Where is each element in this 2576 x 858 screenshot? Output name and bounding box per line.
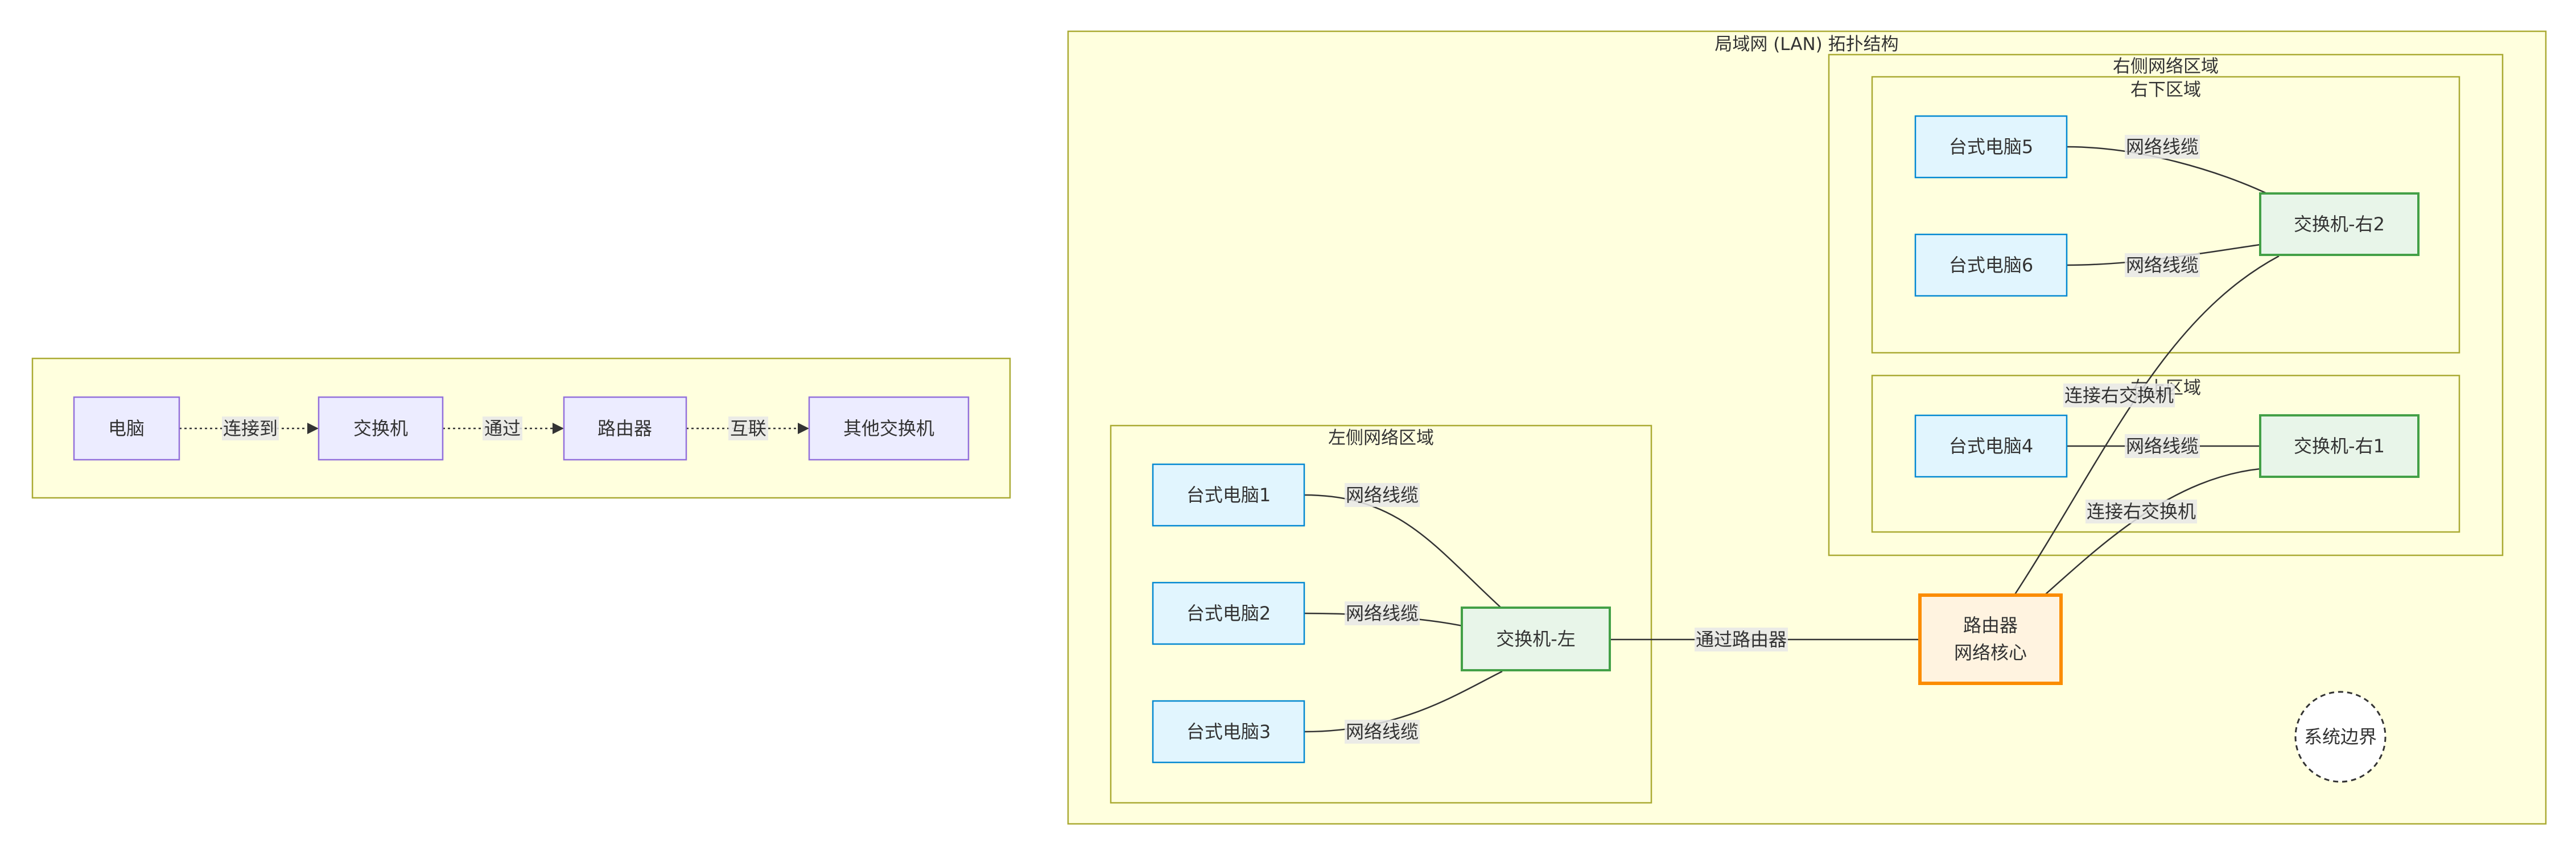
node-pc1: 台式电脑1 (1152, 463, 1305, 527)
legend-node-switch-label: 交换机 (353, 418, 408, 439)
legend-cluster: 电脑 交换机 路由器 其他交换机 连接到 通过 互联 (31, 357, 1011, 499)
legend-edge-label-pc-switch: 连接到 (223, 418, 278, 439)
node-pc5-label: 台式电脑5 (1949, 136, 2033, 158)
node-pc6-label: 台式电脑6 (1949, 254, 2033, 276)
node-pc4-label: 台式电脑4 (1949, 435, 2033, 457)
node-system-boundary: 系统边界 (2294, 691, 2387, 783)
edge-label-cable3: 网络线缆 (1346, 721, 1419, 742)
edge-label-cable2: 网络线缆 (1346, 603, 1419, 624)
legend-node-switch: 交换机 (318, 396, 444, 461)
node-pc3: 台式电脑3 (1152, 700, 1305, 764)
legend-edge-label-switch-router: 通过 (484, 418, 521, 439)
node-pc4: 台式电脑4 (1914, 414, 2068, 478)
right-lower-zone-title: 右下区域 (2130, 80, 2201, 100)
node-pc6: 台式电脑6 (1914, 233, 2068, 297)
edge-pc1-switch-left (1304, 494, 1503, 609)
left-zone-title: 左侧网络区域 (1328, 428, 1434, 448)
node-switch-right2-label: 交换机-右2 (2294, 213, 2385, 235)
legend-edge-label-router-other: 互联 (730, 418, 766, 439)
legend-node-pc: 电脑 (73, 396, 180, 461)
node-router-label-line2: 网络核心 (1954, 642, 2027, 663)
right-zone-title: 右侧网络区域 (2113, 56, 2219, 77)
legend-node-router: 路由器 (563, 396, 687, 461)
legend-node-other-switch-label: 其他交换机 (843, 418, 934, 439)
lan-cluster-title: 局域网 (LAN) 拓扑结构 (1714, 34, 1898, 55)
edge-pc3-switch-left (1304, 670, 1503, 733)
edge-pc5-switch-right2 (2066, 146, 2271, 196)
node-pc5: 台式电脑5 (1914, 115, 2068, 179)
edge-label-cable1: 网络线缆 (1346, 484, 1419, 506)
node-router: 路由器 网络核心 (1918, 593, 2063, 685)
node-switch-right1-label: 交换机-右1 (2294, 435, 2385, 457)
lan-cluster: 局域网 (LAN) 拓扑结构 左侧网络区域 右侧网络区域 右下区域 右上区域 网… (1067, 30, 2547, 825)
edge-label-cable4: 网络线缆 (2126, 435, 2199, 457)
edge-label-router-to-right2: 连接右交换机 (2064, 385, 2174, 406)
edge-label-left-to-router: 通过路由器 (1696, 629, 1787, 650)
node-switch-left-label: 交换机-左 (1496, 628, 1576, 650)
node-pc2: 台式电脑2 (1152, 581, 1305, 645)
edge-label-cable5: 网络线缆 (2126, 136, 2199, 158)
node-switch-right1: 交换机-右1 (2259, 414, 2420, 478)
edge-label-cable6: 网络线缆 (2126, 254, 2199, 276)
node-pc2-label: 台式电脑2 (1186, 603, 1271, 624)
legend-node-other-switch: 其他交换机 (808, 396, 970, 461)
node-pc1-label: 台式电脑1 (1186, 484, 1271, 506)
node-switch-right2: 交换机-右2 (2259, 192, 2420, 256)
edge-label-router-to-right1: 连接右交换机 (2087, 501, 2196, 522)
node-pc3-label: 台式电脑3 (1186, 721, 1271, 742)
node-switch-left: 交换机-左 (1461, 607, 1611, 671)
node-router-label-line1: 路由器 (1963, 614, 2018, 636)
legend-node-pc-label: 电脑 (108, 418, 145, 439)
legend-node-router-label: 路由器 (597, 418, 652, 439)
node-system-boundary-label: 系统边界 (2304, 726, 2377, 748)
